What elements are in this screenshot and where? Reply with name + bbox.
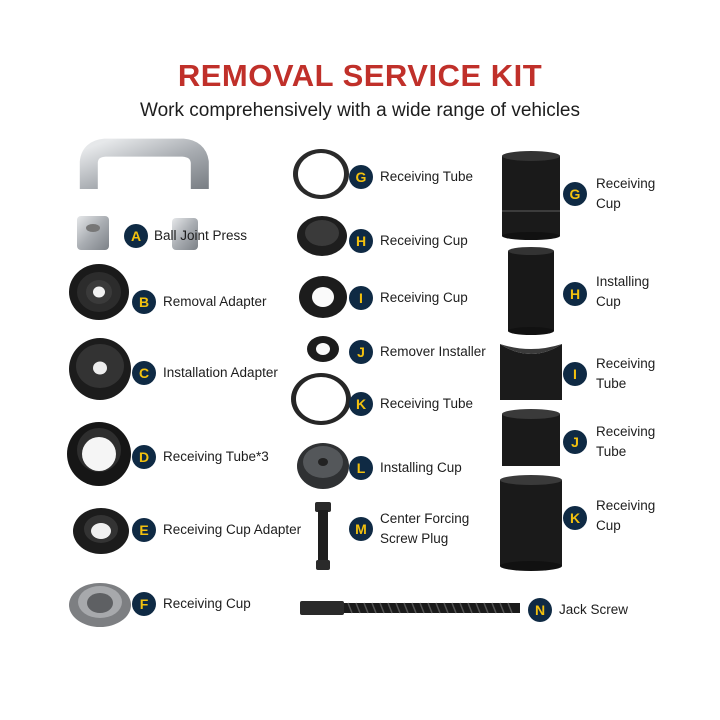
label-receiving-cup-f: Receiving Cup bbox=[163, 596, 251, 611]
receiving-tube-d-image bbox=[67, 422, 131, 486]
label-ball-joint-press: Ball Joint Press bbox=[154, 228, 248, 243]
receiving-tube-i-cylinder-image bbox=[500, 344, 562, 400]
label-receiving-cup-i: Receiving Cup bbox=[380, 290, 468, 305]
badge-b: B bbox=[132, 290, 156, 314]
label-jack-screw: Jack Screw bbox=[559, 602, 629, 617]
badge-k: K bbox=[349, 392, 373, 416]
badge-g-right: G bbox=[563, 182, 587, 206]
label-receiving-cup-k-right: Receiving Cup bbox=[596, 498, 656, 533]
center-forcing-screw-plug-image bbox=[315, 502, 331, 570]
receiving-tube-g-ring-image bbox=[293, 149, 349, 199]
badge-h-right: H bbox=[563, 282, 587, 306]
receiving-tube-j-cylinder-image bbox=[502, 409, 560, 466]
label-receiving-tube-3: Receiving Tube*3 bbox=[163, 449, 269, 464]
installing-cup-h-cylinder-image bbox=[508, 247, 554, 335]
kit-subtitle: Work comprehensively with a wide range o… bbox=[139, 100, 580, 121]
badge-c: C bbox=[132, 361, 156, 385]
receiving-cup-i-image bbox=[299, 276, 347, 318]
badge-f: F bbox=[132, 592, 156, 616]
badge-k-right: K bbox=[563, 506, 587, 530]
label-remover-installer: Remover Installer bbox=[380, 344, 486, 359]
label-receiving-tube-g: Receiving Tube bbox=[380, 169, 474, 184]
receiving-cup-h-image bbox=[297, 216, 347, 256]
kit-title: REMOVAL SERVICE KIT bbox=[177, 58, 543, 93]
remover-installer-image bbox=[307, 336, 339, 362]
label-receiving-tube-j-right: Receiving Tube bbox=[596, 424, 656, 459]
badge-j: J bbox=[349, 340, 373, 364]
removal-adapter-image bbox=[69, 264, 129, 320]
badge-a: A bbox=[124, 224, 148, 248]
label-receiving-cup-g-right: Receiving Cup bbox=[596, 176, 656, 211]
badge-n: N bbox=[528, 598, 552, 622]
receiving-cup-adapter-image bbox=[73, 508, 129, 554]
jack-screw-image bbox=[300, 601, 520, 615]
badge-l: L bbox=[349, 456, 373, 480]
installing-cup-l-image bbox=[297, 443, 349, 489]
badge-e: E bbox=[132, 518, 156, 542]
receiving-cup-f-image bbox=[69, 583, 131, 627]
badge-m: M bbox=[349, 517, 373, 541]
receiving-cup-g-cylinder-image bbox=[502, 151, 560, 240]
badge-i: I bbox=[349, 286, 373, 310]
label-receiving-cup-h: Receiving Cup bbox=[380, 233, 468, 248]
badge-h: H bbox=[349, 229, 373, 253]
label-installing-cup-h-right: Installing Cup bbox=[596, 274, 650, 309]
label-receiving-tube-i-right: Receiving Tube bbox=[596, 356, 656, 391]
ball-joint-press-image bbox=[77, 138, 209, 250]
label-installation-adapter: Installation Adapter bbox=[163, 365, 278, 380]
receiving-tube-k-ring-image bbox=[291, 373, 351, 425]
label-receiving-tube-k: Receiving Tube bbox=[380, 396, 474, 411]
label-receiving-cup-adapter: Receiving Cup Adapter bbox=[163, 522, 302, 537]
label-center-forcing-screw-plug: Center Forcing Screw Plug bbox=[380, 511, 470, 546]
receiving-cup-k-cylinder-image bbox=[500, 475, 562, 571]
installation-adapter-image bbox=[69, 338, 131, 400]
label-removal-adapter: Removal Adapter bbox=[163, 294, 267, 309]
badge-i-right: I bbox=[563, 362, 587, 386]
label-installing-cup-l: Installing Cup bbox=[380, 460, 462, 475]
badge-d: D bbox=[132, 445, 156, 469]
badge-g: G bbox=[349, 165, 373, 189]
badge-j-right: J bbox=[563, 430, 587, 454]
